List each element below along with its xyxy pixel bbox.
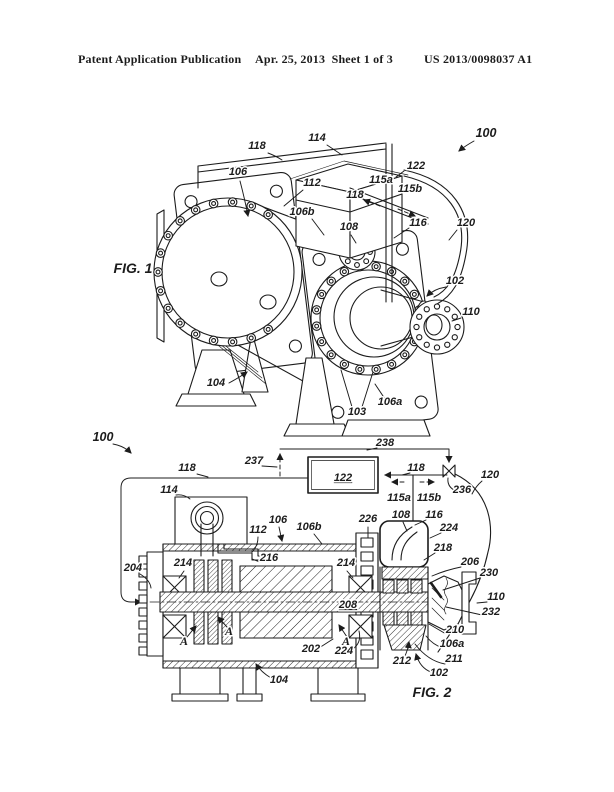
ref-108: 108	[340, 221, 359, 233]
ref-100: 100	[93, 430, 114, 444]
ref-110: 110	[487, 591, 505, 603]
ref-104: 104	[270, 674, 288, 686]
fig2-gear-section	[379, 520, 477, 651]
fig1-labels: FIG. 1 118 114 100 106 112 122 115a 118 115b 106b 1…	[112, 125, 498, 420]
fig2-labels: FIG. 2 100 238 237 118 122 118 236 120 115a 115b 11…	[91, 429, 507, 702]
ref-115b: 115b	[417, 492, 442, 504]
ref-202: 202	[301, 643, 320, 655]
fig2-interior	[149, 559, 463, 645]
fig2-caption: FIG. 2	[413, 684, 452, 700]
section-mark-a: A	[341, 634, 350, 648]
fig2-leaders	[112, 443, 488, 679]
ref-115b: 115b	[398, 183, 423, 195]
ref-106a: 106a	[378, 396, 402, 408]
ref-114: 114	[308, 132, 326, 144]
fig1-bracket	[197, 142, 429, 303]
ref-118: 118	[346, 189, 364, 201]
ref-208: 208	[338, 599, 358, 611]
fig2-motor	[174, 496, 269, 561]
ref-118: 118	[178, 462, 196, 474]
fig1-output-flange	[310, 260, 433, 376]
ref-104: 104	[207, 377, 225, 389]
fig1-feet	[175, 331, 269, 407]
ref-224: 224	[334, 645, 353, 657]
ref-106b: 106b	[289, 206, 314, 218]
ref-238: 238	[375, 437, 395, 449]
ref-214: 214	[336, 557, 355, 569]
ref-212: 212	[392, 655, 411, 667]
ref-210: 210	[445, 624, 465, 636]
controller-box	[307, 456, 379, 494]
ref-224: 224	[439, 522, 458, 534]
fig1-drum-face	[153, 197, 303, 347]
controller-box-label: 122	[334, 472, 352, 484]
ref-103: 103	[348, 406, 366, 418]
fig1-drawing: FIG. 1 118 114 100 106 112 122 115a 118 115b 106b 1…	[112, 125, 498, 437]
header-right: US 2013/0098037 A1	[424, 52, 533, 66]
fig2-drawing: FIG. 2 100 238 237 118 122 118 236 120 115a 115b 11…	[91, 429, 507, 702]
ref-218: 218	[433, 542, 453, 554]
ref-226: 226	[358, 513, 378, 525]
header-center: Apr. 25, 2013 Sheet 1 of 3	[255, 52, 393, 66]
ref-122: 122	[407, 160, 425, 172]
ref-120: 120	[481, 469, 500, 481]
fig1-caption: FIG. 1	[114, 260, 153, 276]
valve-icon	[442, 464, 450, 478]
header-left: Patent Application Publication	[78, 52, 242, 66]
ref-232: 232	[481, 606, 500, 618]
ref-100: 100	[476, 126, 497, 140]
ref-237: 237	[244, 455, 264, 467]
ref-115a: 115a	[369, 174, 393, 186]
ref-236: 236	[452, 484, 472, 496]
ref-206: 206	[460, 556, 480, 568]
ref-116: 116	[409, 217, 427, 229]
ref-112: 112	[249, 524, 267, 536]
ref-102: 102	[430, 667, 448, 679]
fig2-left-pipe	[120, 477, 309, 606]
fig1-shaft-flange	[409, 299, 465, 355]
ref-108: 108	[392, 509, 411, 521]
ref-204: 204	[123, 562, 142, 574]
ref-112: 112	[303, 177, 321, 189]
ref-120: 120	[457, 217, 476, 229]
ref-118: 118	[407, 462, 425, 474]
fig1-control-box	[289, 160, 409, 259]
ref-106b: 106b	[296, 521, 321, 533]
fig2-output-flange	[461, 571, 477, 635]
ref-106: 106	[269, 514, 288, 526]
ref-211: 211	[444, 653, 463, 665]
ref-114: 114	[160, 484, 178, 496]
fig1-hose	[403, 169, 469, 305]
fig2-pin	[429, 581, 443, 599]
ref-110: 110	[462, 306, 480, 318]
ref-115a: 115a	[387, 492, 411, 504]
ref-106a: 106a	[440, 638, 464, 650]
section-mark-a: A	[179, 634, 188, 648]
section-mark-a: A	[224, 624, 233, 638]
ref-106: 106	[229, 166, 248, 178]
ref-214: 214	[173, 557, 192, 569]
ref-216: 216	[259, 552, 279, 564]
ref-118: 118	[248, 140, 266, 152]
ref-102: 102	[446, 275, 464, 287]
fig1-front-feet	[283, 357, 431, 437]
fig2-feet	[171, 667, 366, 702]
ref-230: 230	[479, 567, 499, 579]
ref-116: 116	[425, 509, 443, 521]
fig1-leaders	[228, 140, 475, 408]
